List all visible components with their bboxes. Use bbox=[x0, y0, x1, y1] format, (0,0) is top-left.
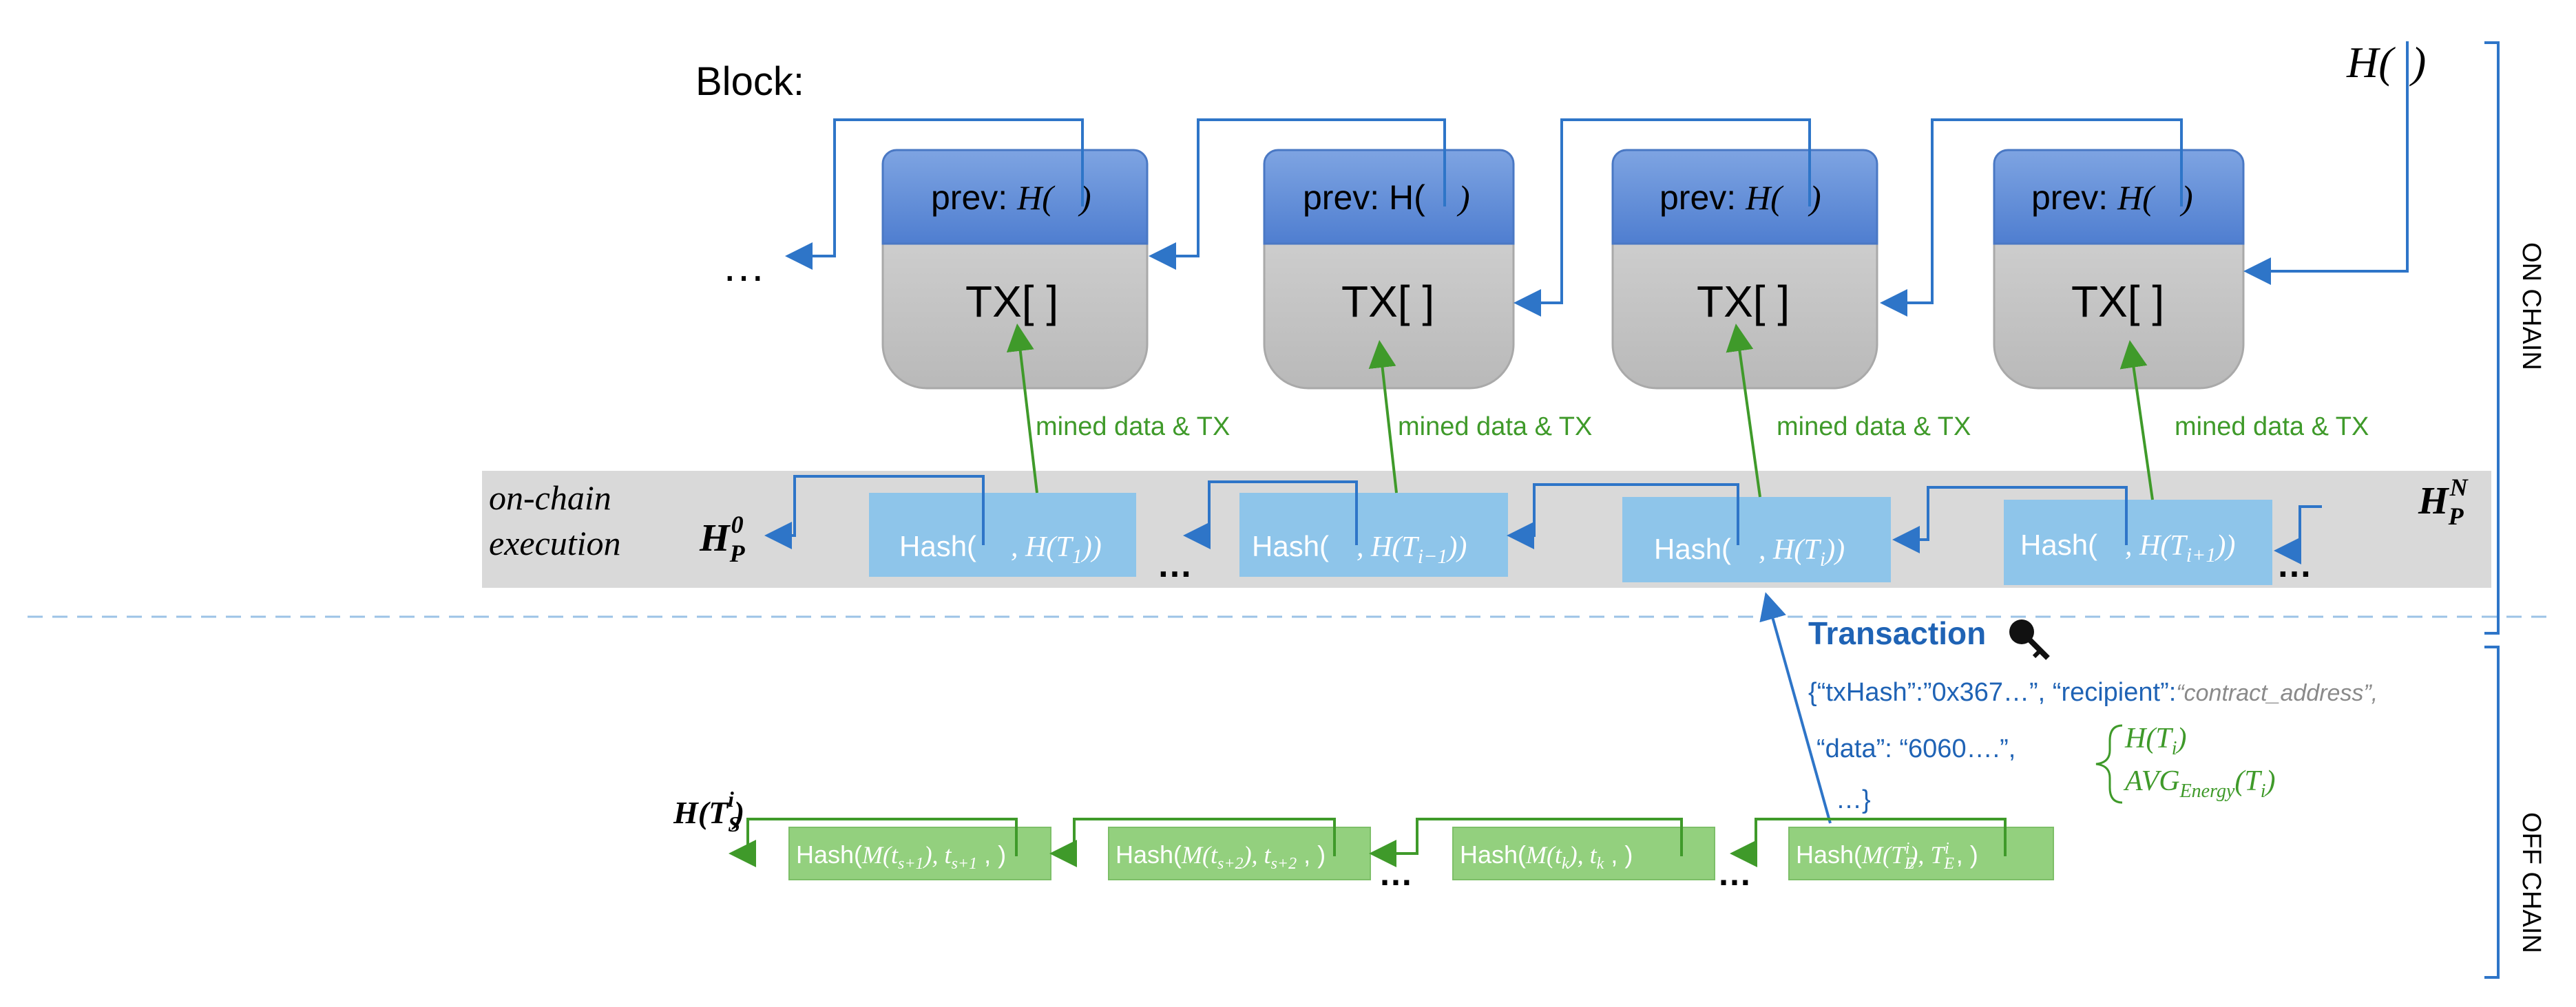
block-1: prev: H( ) TX[ ] bbox=[881, 149, 1149, 390]
block-link-arrows bbox=[785, 41, 2409, 317]
hp0-label: HP0 bbox=[699, 511, 746, 567]
block-4: prev: H( ) TX[ ] bbox=[1993, 149, 2245, 390]
off-arrow-3 bbox=[1369, 818, 1683, 867]
prev-label: prev: H( bbox=[931, 178, 1056, 217]
mined-arrows bbox=[1006, 324, 2154, 500]
exec-hash-boxes: Hash(, H(T1)) Hash(, H(Ti−1)) Hash(, H(T… bbox=[869, 493, 2272, 585]
block-body bbox=[1611, 226, 1878, 390]
exec-hash-text-2: Hash(, H(Ti−1)) bbox=[1252, 530, 1467, 568]
mined-label-2: mined data & TX bbox=[1398, 412, 1592, 441]
exec-hash-box-1 bbox=[869, 493, 1136, 577]
tx-json-line2: “data”: “6060….”, bbox=[1816, 734, 2015, 763]
mined-label-4: mined data & TX bbox=[2175, 412, 2369, 441]
link-arrow-2 bbox=[1149, 118, 1446, 270]
hts-label: H(TSi) bbox=[673, 787, 744, 836]
exec-hash-text-1: Hash(, H(T1)) bbox=[899, 530, 1102, 568]
off-chain-hash-boxes: Hash(M(ts+1), ts+1 , ) Hash(M(ts+2), ts+… bbox=[788, 827, 2054, 880]
on-chain-label-2: execution bbox=[489, 524, 621, 562]
block-3: prev: H( ) TX[ ] bbox=[1611, 149, 1878, 390]
off-arrow-1 bbox=[729, 818, 1018, 867]
exec-arrow-5 bbox=[2274, 505, 2322, 564]
prev-close: ) bbox=[1078, 178, 1091, 217]
prev-label: prev: H( bbox=[1659, 178, 1784, 217]
top-hash-label: H( bbox=[2346, 38, 2396, 87]
side-brackets bbox=[2484, 41, 2500, 979]
off-chain-bracket bbox=[2484, 646, 2500, 979]
link-arrow-1 bbox=[785, 118, 1084, 270]
exec-arrow-3 bbox=[1507, 483, 1739, 549]
chain-start-ellipsis: … bbox=[722, 241, 766, 290]
off-arrow-2 bbox=[1049, 818, 1336, 867]
tx-label: TX[ ] bbox=[2071, 277, 2164, 326]
transaction-title: Transaction bbox=[1808, 615, 1986, 651]
tx-data-brace bbox=[2095, 724, 2123, 804]
prev-label: prev: H( bbox=[1303, 178, 1425, 217]
prev-label: prev: H( bbox=[2031, 178, 2156, 217]
tx-up-arrow bbox=[1759, 592, 1832, 824]
link-arrow-4 bbox=[1880, 118, 2183, 317]
off-hash-text-4: Hash(M(TEi), TEi , ) bbox=[1796, 840, 1978, 873]
tx-json-line3: …} bbox=[1836, 785, 1871, 814]
key-icon bbox=[2009, 619, 2050, 660]
exec-arrow-2 bbox=[1183, 480, 1358, 549]
on-chain-bracket bbox=[2484, 41, 2500, 635]
exec-hash-text-4: Hash(, H(Ti+1)) bbox=[2020, 529, 2235, 566]
exec-arrow-1 bbox=[764, 475, 985, 549]
off-hash-text-3: Hash(M(tk), tk , ) bbox=[1460, 840, 1633, 873]
tx-label: TX[ ] bbox=[965, 277, 1058, 326]
prev-close: ) bbox=[1456, 178, 1470, 217]
off-hash-box-1 bbox=[788, 827, 1051, 880]
exec-hash-box-4 bbox=[2004, 500, 2272, 585]
mined-arrow-4 bbox=[2119, 340, 2154, 500]
tx-json-line1: {“txHash”:”0x367…”, “recipient”:“contrac… bbox=[1808, 678, 2378, 707]
block-header bbox=[1263, 149, 1515, 245]
on-chain-side-label: ON CHAIN bbox=[2517, 242, 2546, 370]
on-chain-label-1: on-chain bbox=[489, 478, 611, 517]
off-hash-box-3 bbox=[1452, 827, 1715, 880]
off-hash-text-1: Hash(M(ts+1), ts+1 , ) bbox=[796, 840, 1006, 873]
link-arrow-top bbox=[2243, 41, 2409, 285]
block-2: prev: H( ) TX[ ] bbox=[1263, 149, 1515, 390]
mined-arrow-3 bbox=[1726, 324, 1761, 498]
mined-label-1: mined data & TX bbox=[1036, 412, 1230, 441]
mined-arrow-1 bbox=[1006, 324, 1038, 494]
mined-arrow-2 bbox=[1368, 340, 1398, 494]
link-arrow-3 bbox=[1514, 118, 1811, 317]
off-chain-link-arrows bbox=[729, 818, 2007, 867]
exec-hash-box-3 bbox=[1622, 497, 1891, 582]
exec-hash-box-2 bbox=[1239, 493, 1508, 577]
exec-hash-text-3: Hash(, H(Ti)) bbox=[1654, 533, 1845, 571]
top-hash-close: ) bbox=[2409, 38, 2426, 87]
tx-label: TX[ ] bbox=[1697, 277, 1790, 326]
exec-ellipsis-1: … bbox=[1157, 545, 1193, 585]
exec-arrow-4 bbox=[1892, 486, 2128, 553]
off-ellipsis-2: … bbox=[1717, 854, 1752, 893]
off-hash-box-4 bbox=[1788, 827, 2054, 880]
exec-link-arrows bbox=[764, 475, 2322, 564]
tx-label: TX[ ] bbox=[1341, 277, 1434, 326]
block-title: Block: bbox=[695, 59, 804, 104]
block-body bbox=[881, 226, 1149, 390]
block-body bbox=[1993, 226, 2245, 390]
block-body bbox=[1263, 226, 1515, 390]
mined-label-3: mined data & TX bbox=[1777, 412, 1971, 441]
brace-item-1: H(Ti) bbox=[2124, 723, 2186, 759]
off-ellipsis-1: … bbox=[1379, 854, 1413, 893]
off-chain-side-label: OFF CHAIN bbox=[2517, 812, 2546, 953]
brace-item-2: AVGEnergy(Ti) bbox=[2123, 765, 2276, 802]
off-arrow-4 bbox=[1730, 818, 2007, 867]
